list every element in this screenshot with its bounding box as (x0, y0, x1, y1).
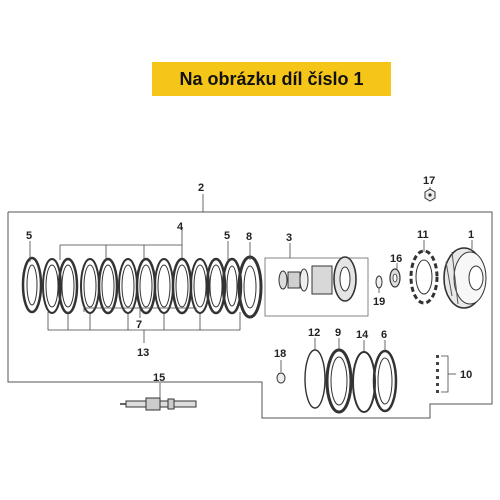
callout-9: 9 (335, 327, 341, 339)
part-10-screws (436, 355, 439, 393)
callout-11: 11 (417, 229, 429, 241)
callout-3: 3 (286, 232, 292, 244)
part-highlight-banner: Na obrázku díl číslo 1 (152, 62, 391, 96)
callout-10: 10 (460, 369, 472, 381)
callout-12: 12 (308, 327, 320, 339)
callout-5-right: 5 (224, 230, 230, 242)
callout-7: 7 (136, 319, 142, 331)
part-12-o-ring (304, 349, 326, 409)
callout-4: 4 (177, 221, 184, 233)
callout-15: 15 (153, 372, 165, 384)
part-16-nut (389, 268, 401, 288)
callout-2: 2 (198, 182, 204, 194)
part-14-ring (352, 351, 376, 413)
part-1-clutch-housing (443, 247, 487, 309)
leader-lines (29, 187, 473, 398)
part-6-ring (372, 349, 398, 413)
callout-19: 19 (373, 296, 385, 308)
callout-8: 8 (246, 231, 252, 243)
part-8-pressure-plate (237, 255, 263, 319)
part-15-shaft (120, 397, 197, 411)
callout-17: 17 (423, 175, 435, 187)
callout-18: 18 (274, 348, 286, 360)
part-19-washer (375, 275, 383, 289)
part-17-bolt (424, 188, 436, 202)
part-18-washer (276, 372, 286, 384)
callout-16: 16 (390, 253, 402, 265)
callout-6: 6 (381, 329, 387, 341)
clutch-plate-stack (21, 256, 243, 315)
callout-13: 13 (137, 347, 149, 359)
callout-14: 14 (356, 329, 369, 341)
callout-1: 1 (468, 229, 474, 241)
part-11-spring-retainer (409, 249, 439, 305)
part-9-gasket (325, 348, 353, 414)
assembly-outline (7, 211, 493, 419)
part-3-inner-hub (264, 256, 369, 317)
callout-5-left: 5 (26, 230, 32, 242)
